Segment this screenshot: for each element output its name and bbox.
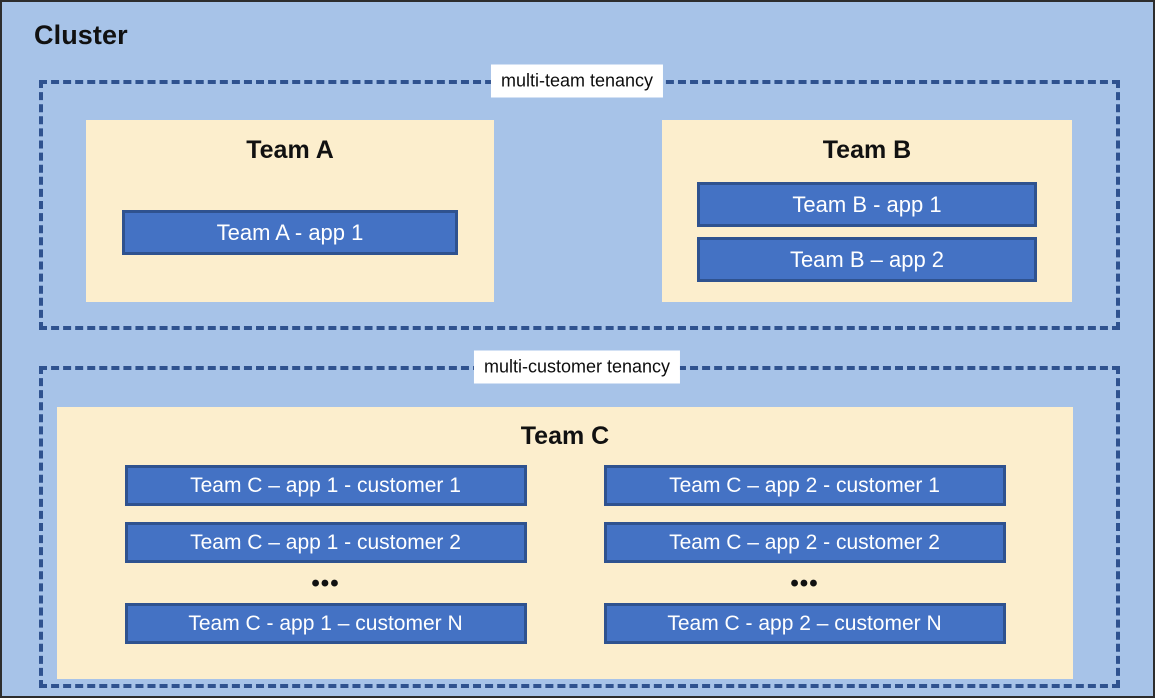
team-b-app-list: Team B - app 1 Team B – app 2 [697,182,1037,282]
app-box-team-c-app-2-customer-2[interactable]: Team C – app 2 - customer 2 [603,522,1006,563]
team-a-panel: Team A Team A - app 1 [86,120,494,302]
team-c-app-1-ellipsis: ••• [311,570,340,597]
multi-team-tenancy-label: multi-team tenancy [490,64,664,98]
team-a-heading: Team A [246,136,334,164]
team-c-heading: Team C [520,422,610,450]
page-title: Cluster [34,20,128,50]
app-box-team-b-app-2[interactable]: Team B – app 2 [697,237,1037,282]
team-c-panel: Team C Team C – app 1 - customer 1 Team … [57,407,1073,679]
team-b-heading: Team B [822,136,912,164]
multi-customer-tenancy-label: multi-customer tenancy [473,350,681,384]
team-b-panel: Team B Team B - app 1 Team B – app 2 [662,120,1072,302]
app-box-team-c-app-2-customer-n[interactable]: Team C - app 2 – customer N [603,603,1006,644]
app-box-team-a-app-1[interactable]: Team A - app 1 [122,210,458,255]
team-c-app-1-column: Team C – app 1 - customer 1 Team C – app… [124,465,527,644]
team-c-app-2-ellipsis: ••• [790,570,819,597]
app-box-team-c-app-1-customer-n[interactable]: Team C - app 1 – customer N [124,603,527,644]
app-box-team-b-app-1[interactable]: Team B - app 1 [697,182,1037,227]
team-c-app-grid: Team C – app 1 - customer 1 Team C – app… [57,465,1073,644]
app-box-team-c-app-1-customer-1[interactable]: Team C – app 1 - customer 1 [124,465,527,506]
app-box-team-c-app-1-customer-2[interactable]: Team C – app 1 - customer 2 [124,522,527,563]
team-c-app-2-column: Team C – app 2 - customer 1 Team C – app… [603,465,1006,644]
team-a-app-list: Team A - app 1 [122,210,458,255]
app-box-team-c-app-2-customer-1[interactable]: Team C – app 2 - customer 1 [603,465,1006,506]
